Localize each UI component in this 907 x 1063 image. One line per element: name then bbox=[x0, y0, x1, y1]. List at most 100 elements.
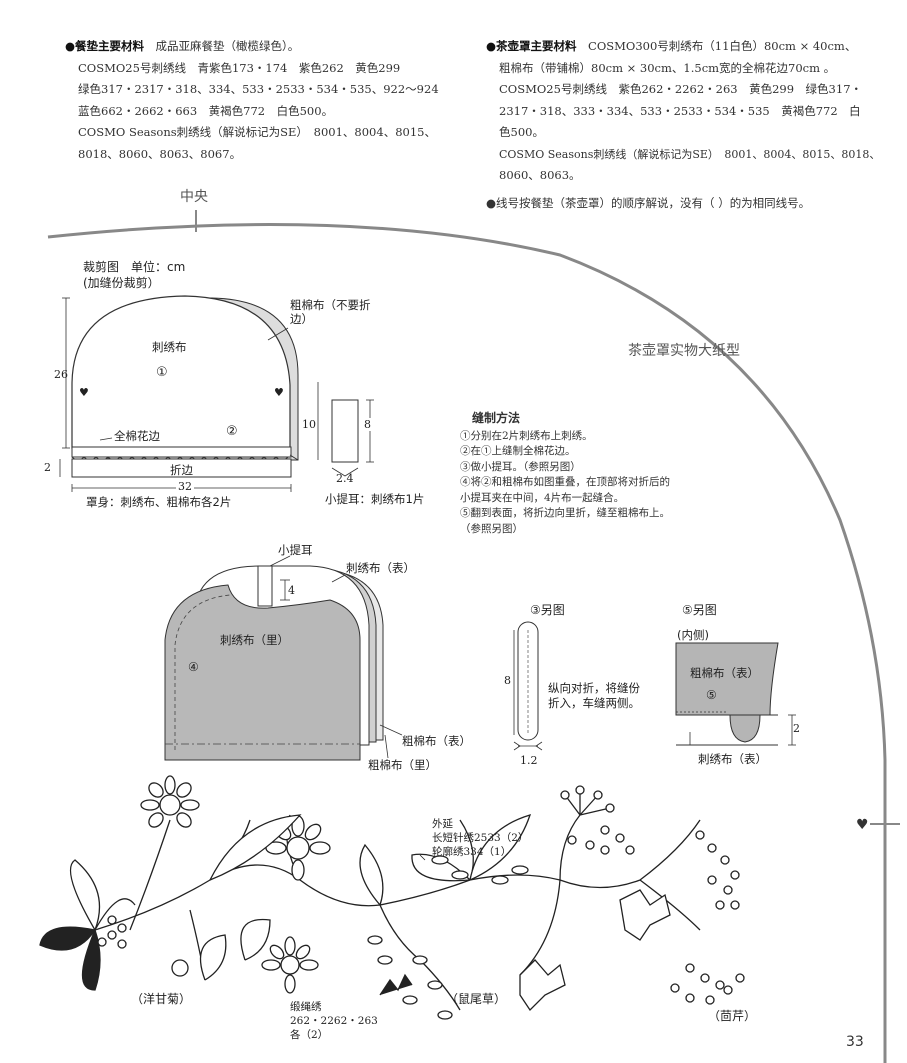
fold-label: 折边 bbox=[170, 463, 193, 477]
leaf bbox=[469, 814, 532, 881]
fig3-dim-1-2: 1.2 bbox=[520, 754, 538, 767]
embroidery-front-shape bbox=[71, 295, 291, 449]
sewing-title: 缝制方法 bbox=[472, 411, 521, 425]
center-label: 中央 bbox=[180, 189, 208, 205]
dim-2: 2 bbox=[44, 461, 51, 474]
dim-8: 8 bbox=[364, 418, 371, 431]
lace-label-leader bbox=[99, 437, 113, 441]
ear-note: 小提耳：刺绣布1片 bbox=[325, 492, 425, 506]
pattern-title: 茶壶罩实物大纸型 bbox=[628, 343, 740, 359]
assembly-diagram bbox=[164, 555, 403, 761]
fig3-diagram bbox=[513, 621, 543, 751]
sewing-instructions: 缝制方法 ①分别在2片刺绣布上刺绣。 ②在①上缝制全棉花边。 ③做小提耳。（参照… bbox=[460, 411, 670, 537]
heart-icon: ♥ bbox=[274, 386, 284, 399]
dim-32: 32 bbox=[176, 480, 194, 493]
teacosy-materials-line: COSMO Seasons刺绣线（解说标记为SE） 8001、8004、8015… bbox=[499, 147, 881, 161]
fig5-dim-2: 2 bbox=[793, 722, 800, 735]
sage-label: （鼠尾草） bbox=[446, 992, 507, 1006]
outline-stitch-note-2: 长短针绣2533（2） bbox=[432, 832, 529, 844]
fennel-umbel bbox=[695, 830, 740, 910]
lace-scallops bbox=[71, 456, 289, 461]
dim-4: 4 bbox=[288, 584, 295, 597]
tablemat-materials-line: COSMO25号刺绣线 青紫色173・174 紫色262 黄色299 bbox=[78, 60, 401, 75]
teacosy-materials-heading-rest: COSMO300号刺绣布（11白色）80cm × 40cm、 bbox=[588, 39, 857, 53]
leaf bbox=[209, 814, 302, 881]
fennel-umbel bbox=[560, 785, 635, 855]
thread-note: ●线号按餐垫（茶壶罩）的顺序解说，没有（ ）的为相同线号。 bbox=[486, 195, 811, 210]
stitch-line bbox=[174, 594, 231, 750]
outline-stitch-note-1: 外延 bbox=[432, 818, 453, 830]
tablemat-materials-heading-rest: 成品亚麻餐垫（橄榄绿色）。 bbox=[155, 39, 300, 53]
ear-piece-rect bbox=[331, 399, 359, 463]
fig3-note-2: 折入，车缝两侧。 bbox=[548, 696, 640, 710]
teacosy-materials-heading: ●茶壶罩主要材料 bbox=[486, 39, 577, 53]
fig5-step5: ⑤ bbox=[706, 688, 717, 702]
fennel-umbel bbox=[670, 963, 745, 1005]
leaf bbox=[199, 934, 227, 981]
emb-front-label: 刺绣布（表） bbox=[346, 561, 415, 575]
sewing-step: 小提耳夹在中间，4片布一起缝合。 bbox=[460, 491, 625, 504]
ear-label: 小提耳 bbox=[278, 543, 313, 557]
outline-stitch-note-3: 轮廓绣334（1） bbox=[432, 846, 512, 858]
chamomile-flower bbox=[140, 775, 200, 828]
tablemat-materials-line: 8018、8060、8063、8067。 bbox=[78, 146, 242, 161]
page-number: 33 bbox=[846, 1034, 864, 1050]
pattern-outline-arc bbox=[47, 223, 887, 1063]
teacosy-materials-line: 2317・318、333・334、533・2533・534・535 黄褐色772… bbox=[499, 103, 861, 118]
embroidery-motif bbox=[39, 775, 745, 1020]
cutting-diagram bbox=[59, 295, 374, 492]
fig3-dim-8: 8 bbox=[504, 674, 511, 687]
cot-front-label: 粗棉布（表） bbox=[402, 734, 471, 748]
lace-strip bbox=[71, 446, 292, 458]
leaf bbox=[94, 898, 136, 931]
berry-cluster bbox=[97, 915, 127, 949]
fig5-inside-label: (内侧) bbox=[677, 628, 709, 642]
chamomile-flower bbox=[261, 936, 319, 994]
emb-back-label: 刺绣布（里） bbox=[220, 633, 289, 647]
leaf bbox=[39, 926, 96, 951]
sewing-step: ①分别在2片刺绣布上刺绣。 bbox=[460, 429, 593, 442]
cotton-label: 粗棉布（不要折 bbox=[290, 298, 371, 312]
dim-10: 10 bbox=[302, 418, 316, 431]
leaf bbox=[69, 859, 101, 931]
dim-2-4: 2.4 bbox=[336, 472, 354, 485]
fig3-title: ③另图 bbox=[530, 603, 565, 617]
sewing-step: ②在①上缝制全棉花边。 bbox=[460, 445, 576, 457]
cotton-label-leader bbox=[267, 327, 289, 341]
tablemat-materials-heading: ●餐垫主要材料 bbox=[65, 39, 145, 53]
chamomile-label: （洋甘菊） bbox=[131, 992, 192, 1006]
tablemat-materials-line: 绿色317・2317・318、334、533・2533・534・535、922〜… bbox=[78, 82, 439, 96]
ear-in-assembly bbox=[257, 565, 273, 607]
dim-26: 26 bbox=[54, 368, 68, 381]
teacosy-materials: ●茶壶罩主要材料 COSMO300号刺绣布（11白色）80cm × 40cm、 … bbox=[486, 36, 891, 214]
cot-back-leader bbox=[384, 734, 389, 759]
fig5-diagram bbox=[675, 642, 796, 746]
teacosy-materials-line: 色500。 bbox=[499, 125, 544, 139]
teacosy-materials-line: COSMO25号刺绣线 紫色262・2262・263 黄色299 绿色317・ bbox=[499, 82, 863, 96]
seed-pods bbox=[367, 855, 529, 1020]
body-note: 罩身：刺绣布、粗棉布各2片 bbox=[86, 495, 232, 509]
fig3-note-1: 纵向对折，将缝份 bbox=[548, 681, 640, 695]
tablemat-materials-line: 蓝色662・2662・663 黄褐色772 白色500。 bbox=[78, 103, 334, 118]
fig5-cotton-label: 粗棉布（表） bbox=[690, 666, 759, 680]
piece-number-1: ① bbox=[156, 365, 168, 380]
fennel-label: （茴芹） bbox=[708, 1009, 757, 1023]
sewing-step: （参照另图） bbox=[460, 522, 523, 535]
sage-leaves bbox=[379, 973, 413, 996]
heart-icon: ♥ bbox=[79, 386, 89, 399]
lace-label: 全棉花边 bbox=[114, 429, 160, 443]
leaf bbox=[240, 918, 271, 961]
parsley-leaf bbox=[519, 959, 566, 1012]
satin-stitch-note-1: 缎绳绣 bbox=[290, 1001, 322, 1013]
fig5-title: ⑤另图 bbox=[682, 603, 717, 617]
cotton-label-line2: 边） bbox=[290, 312, 313, 326]
embroidery-fabric-label: 刺绣布 bbox=[152, 340, 187, 354]
satin-stitch-note-2: 262・2262・263 bbox=[290, 1015, 378, 1027]
cot-back-label: 粗棉布（里） bbox=[368, 758, 437, 772]
teacosy-materials-line: 粗棉布（带铺棉）80cm × 30cm、1.5cm宽的全棉花边70cm 。 bbox=[499, 60, 836, 75]
sewing-step: ④将②和粗棉布如图重叠，在顶部将对折后的 bbox=[460, 476, 670, 488]
sewing-step: ③做小提耳。（参照另图） bbox=[460, 460, 581, 473]
parsley-leaf bbox=[619, 889, 671, 941]
leaf bbox=[359, 843, 384, 906]
sewing-step: ⑤翻到表面，将折边向里折，缝至粗棉布上。 bbox=[460, 507, 670, 519]
